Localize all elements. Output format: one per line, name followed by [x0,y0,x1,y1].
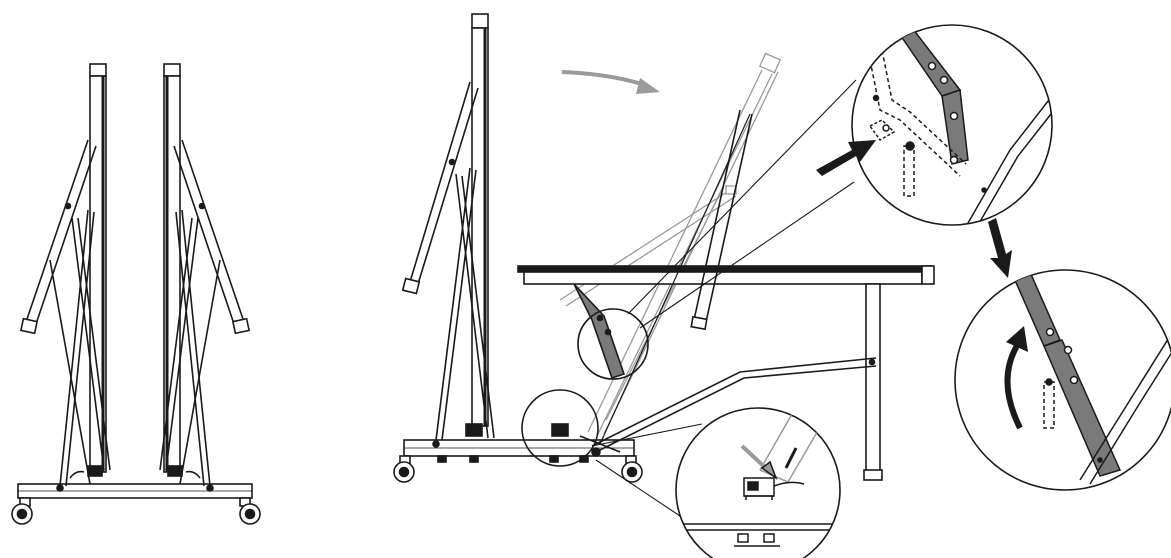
latch-magnifier-circle [521,389,599,467]
table-half-left [19,63,111,492]
wheel-latch-detail [675,407,841,558]
hinge-lock-detail [816,24,1053,226]
wheel-left [11,497,33,525]
vertical-half [401,13,495,448]
folded-table-pair [11,63,261,525]
down-arrow-icon [988,218,1012,278]
unfolding-table [393,13,935,521]
curved-arrow-icon [561,70,660,94]
ghost-half-in-motion [559,52,782,435]
wheel-front-right [621,455,643,483]
horizontal-half [517,109,935,481]
table-half-right [159,63,251,492]
push-arrow-icon [816,140,876,176]
rotate-arrow-icon [1004,326,1028,430]
wheel-right [239,497,261,525]
hinge-locked-detail [954,269,1171,491]
wheel-front-left [393,455,415,483]
hinge-magnifier-circle [577,308,649,380]
